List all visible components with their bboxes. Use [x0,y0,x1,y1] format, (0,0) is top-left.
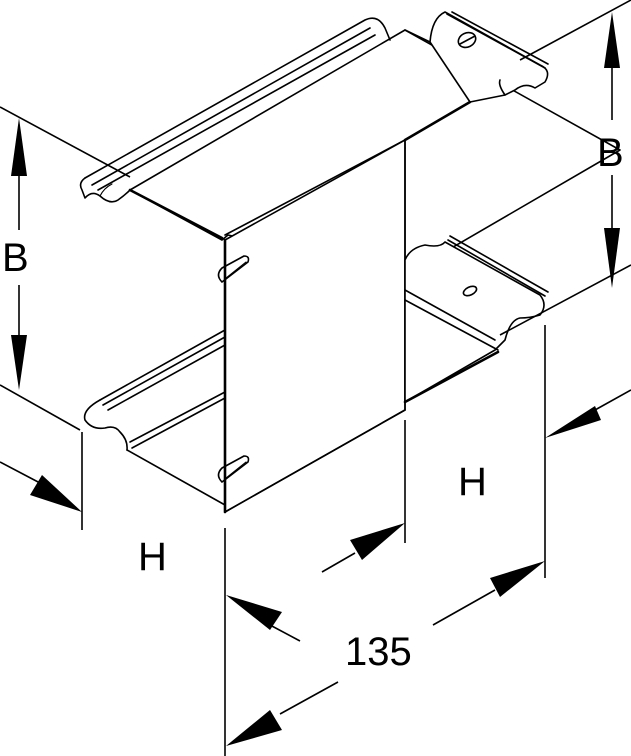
dimension-b-left [0,106,131,431]
lower-right-channel [403,235,549,404]
dimension-h-left [0,432,83,530]
top-right-clip [429,11,549,103]
label-length-135: 135 [345,630,412,674]
dimension-b-right [499,0,631,336]
label-h-left: H [138,535,167,579]
dimension-135 [224,420,545,756]
lower-left-channel [83,329,226,506]
dimension-h-right [544,325,631,578]
label-b-right: B [597,131,624,175]
lug-upper [217,255,250,283]
label-b-left: B [2,236,29,280]
lug-lower [217,455,250,483]
label-h-right: H [458,460,487,504]
